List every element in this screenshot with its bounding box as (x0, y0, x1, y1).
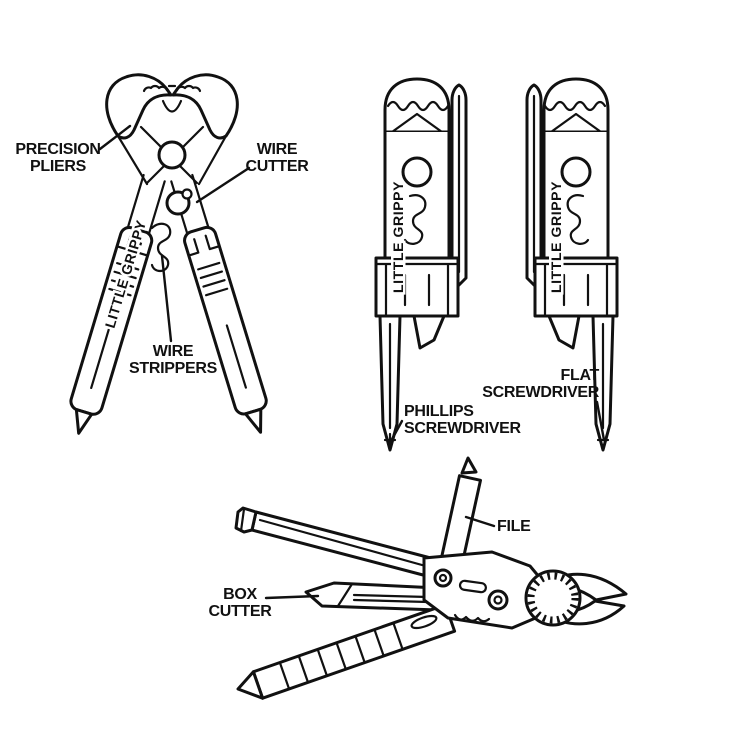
screw-head (487, 589, 509, 611)
screw-head-center (493, 595, 503, 605)
callouts: PRECISION PLIERS WIRE CUTTER WIRE STRIPP… (15, 124, 606, 620)
handle-rib-texture (279, 622, 404, 690)
flat-driver-ridge (258, 518, 442, 572)
handle-grip-detail (90, 234, 149, 390)
open-pliers-view: LITTLE GRIPPY (69, 73, 268, 435)
label-phillips-line1: PHILLIPS (404, 403, 474, 420)
label-phillips-line2: SCREWDRIVER (404, 420, 521, 437)
plate-slot (458, 579, 487, 594)
handle-left: LITTLE GRIPPY (69, 173, 166, 435)
label-precision-pliers-line2: PLIERS (30, 158, 87, 175)
jaw-mouth (161, 84, 183, 113)
callout-box-cutter: BOX CUTTER (208, 586, 320, 620)
pivot-bolt-center (438, 573, 448, 583)
brand-text-folded-left: LITTLE GRIPPY (390, 181, 406, 293)
pivot-hole (157, 140, 187, 170)
opened-flat-view (234, 456, 628, 700)
leader-line (195, 166, 251, 204)
lower-handle-tip (236, 670, 265, 700)
leader-line (98, 124, 132, 151)
handle-tip (74, 408, 94, 435)
label-box-cutter-line2: CUTTER (208, 603, 272, 620)
wire-stripper-notches (150, 222, 172, 273)
label-precision-pliers-line1: PRECISION (15, 141, 100, 158)
callout-wire-cutter: WIRE CUTTER (195, 141, 310, 204)
plier-jaw-left (105, 73, 173, 140)
file-tip (460, 456, 478, 475)
handle-grip-detail (187, 234, 247, 389)
plier-jaw-right (171, 73, 239, 140)
box-cutter-blade-detail (336, 582, 430, 608)
pivot-bolt (433, 568, 453, 588)
label-wire-strippers-line2: STRIPPERS (129, 360, 218, 377)
brand-text-folded-right: LITTLE GRIPPY (548, 181, 564, 293)
jaw-serration-right (175, 84, 202, 93)
label-wire-strippers-line1: WIRE (153, 343, 194, 360)
leader-line (389, 419, 404, 443)
pivot-cross-lines (116, 125, 228, 186)
knurl-teeth (527, 572, 579, 624)
callout-precision-pliers: PRECISION PLIERS (15, 124, 132, 175)
leader-line (595, 400, 606, 442)
label-wire-cutter-line2: CUTTER (245, 158, 309, 175)
callout-flat-screwdriver: FLAT SCREWDRIVER (482, 367, 606, 442)
callout-phillips-screwdriver: PHILLIPS SCREWDRIVER (389, 403, 522, 443)
label-wire-cutter-line1: WIRE (257, 141, 298, 158)
plate-cutter-notches (453, 613, 491, 623)
label-file-line1: FILE (497, 518, 531, 535)
leader-line (160, 254, 173, 343)
handle-right (170, 173, 268, 434)
jaw-serration-left (142, 84, 169, 93)
label-flat-line1: FLAT (561, 367, 600, 384)
folded-views: LITTLE GRIPPY LITTLE GRIPPY (374, 77, 619, 452)
leader-line (264, 594, 320, 600)
flat-driver-tip-bevel (239, 507, 246, 533)
handle-metal (124, 173, 166, 242)
callout-wire-strippers: WIRE STRIPPERS (129, 254, 218, 377)
callout-file: FILE (464, 515, 531, 535)
handle-tip (244, 407, 263, 434)
handle-slot (410, 614, 438, 630)
leader-line (464, 515, 496, 528)
flat-driver-tip (234, 506, 258, 534)
label-flat-line2: SCREWDRIVER (482, 384, 599, 401)
keyring-small-ring (181, 188, 193, 200)
flat-driver-arm (250, 510, 448, 582)
label-box-cutter-line1: BOX (223, 586, 257, 603)
